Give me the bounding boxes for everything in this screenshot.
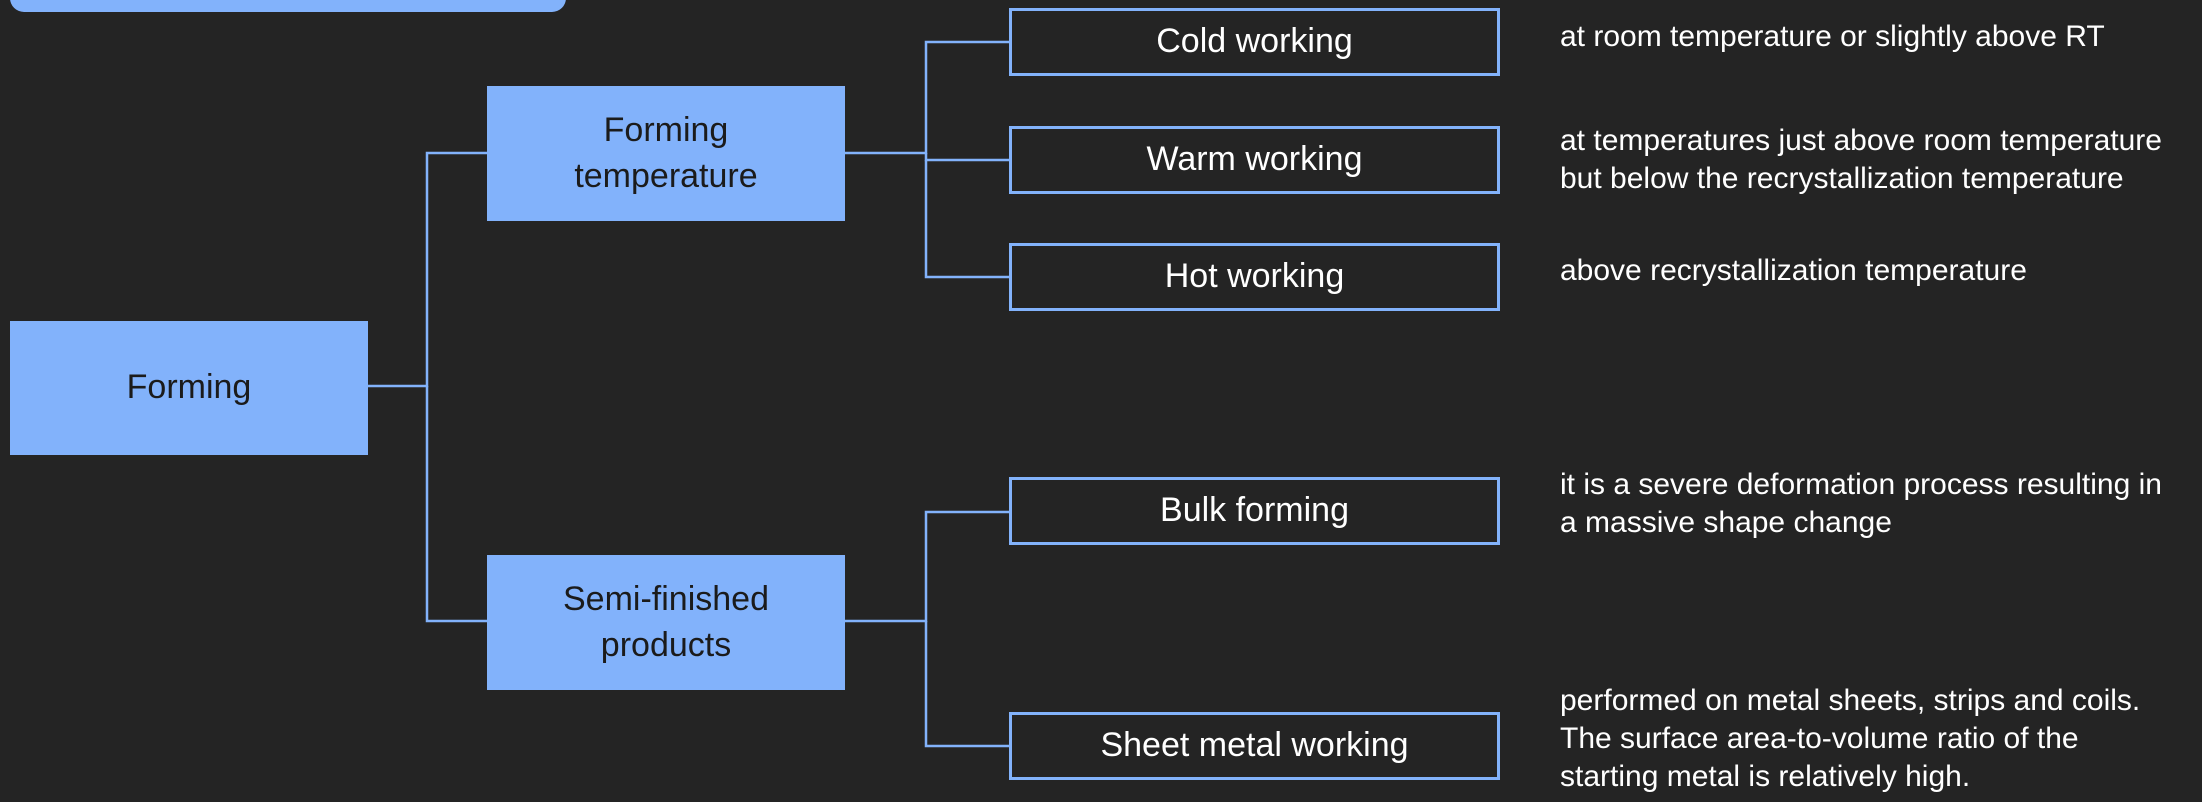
connector-temperature-to-warm-working bbox=[924, 153, 1009, 162]
node-hot-working[interactable]: Hot working bbox=[1009, 243, 1500, 311]
node-forming-temperature-line-2: temperature bbox=[574, 156, 758, 195]
node-bulk-forming-label: Bulk forming bbox=[1160, 491, 1349, 530]
description-line: but below the recrystallization temperat… bbox=[1560, 162, 2124, 195]
node-warm-working[interactable]: Warm working bbox=[1009, 126, 1500, 194]
description-line: above recrystallization temperature bbox=[1560, 254, 2027, 287]
description-line: The surface area-to-volume ratio of the bbox=[1560, 722, 2079, 755]
node-semi-finished-products[interactable]: Semi-finished products bbox=[487, 555, 845, 690]
node-semi-finished-line-2: products bbox=[600, 625, 732, 664]
connector-temperature-to-cold-working bbox=[845, 40, 1009, 155]
description-bulk-forming: it is a severe deformation process resul… bbox=[1560, 466, 2162, 542]
node-forming-label: Forming bbox=[126, 368, 252, 407]
node-sheet-metal-working-label: Sheet metal working bbox=[1100, 726, 1409, 765]
description-line: a massive shape change bbox=[1560, 506, 1892, 539]
node-bulk-forming[interactable]: Bulk forming bbox=[1009, 477, 1500, 545]
node-semi-finished-line-1: Semi-finished bbox=[563, 579, 769, 618]
node-cold-working[interactable]: Cold working bbox=[1009, 8, 1500, 76]
description-sheet-metal-working: performed on metal sheets, strips and co… bbox=[1560, 682, 2140, 796]
node-forming[interactable]: Forming bbox=[10, 321, 368, 455]
description-line: it is a severe deformation process resul… bbox=[1560, 468, 2162, 501]
description-cold-working: at room temperature or slightly above RT bbox=[1560, 18, 2105, 56]
connector-root-to-forming-temperature bbox=[368, 151, 487, 388]
connector-temperature-to-hot-working bbox=[924, 160, 1009, 279]
description-line: at temperatures just above room temperat… bbox=[1560, 124, 2162, 157]
description-hot-working: above recrystallization temperature bbox=[1560, 252, 2027, 290]
description-line: starting metal is relatively high. bbox=[1560, 760, 1971, 793]
description-warm-working: at temperatures just above room temperat… bbox=[1560, 122, 2162, 198]
node-cold-working-label: Cold working bbox=[1156, 22, 1353, 61]
description-line: performed on metal sheets, strips and co… bbox=[1560, 684, 2141, 717]
node-warm-working-label: Warm working bbox=[1146, 140, 1363, 179]
description-line: at room temperature or slightly above RT bbox=[1560, 20, 2105, 53]
node-forming-temperature[interactable]: Forming temperature bbox=[487, 86, 845, 221]
node-sheet-metal-working[interactable]: Sheet metal working bbox=[1009, 712, 1500, 780]
node-hot-working-label: Hot working bbox=[1164, 257, 1345, 296]
header-bar bbox=[10, 0, 566, 12]
connector-semi-finished-to-sheet-metal bbox=[924, 621, 1009, 748]
node-forming-temperature-line-1: Forming bbox=[603, 110, 729, 149]
connector-semi-finished-to-bulk-forming bbox=[845, 510, 1009, 623]
connector-root-to-semi-finished bbox=[425, 386, 487, 623]
